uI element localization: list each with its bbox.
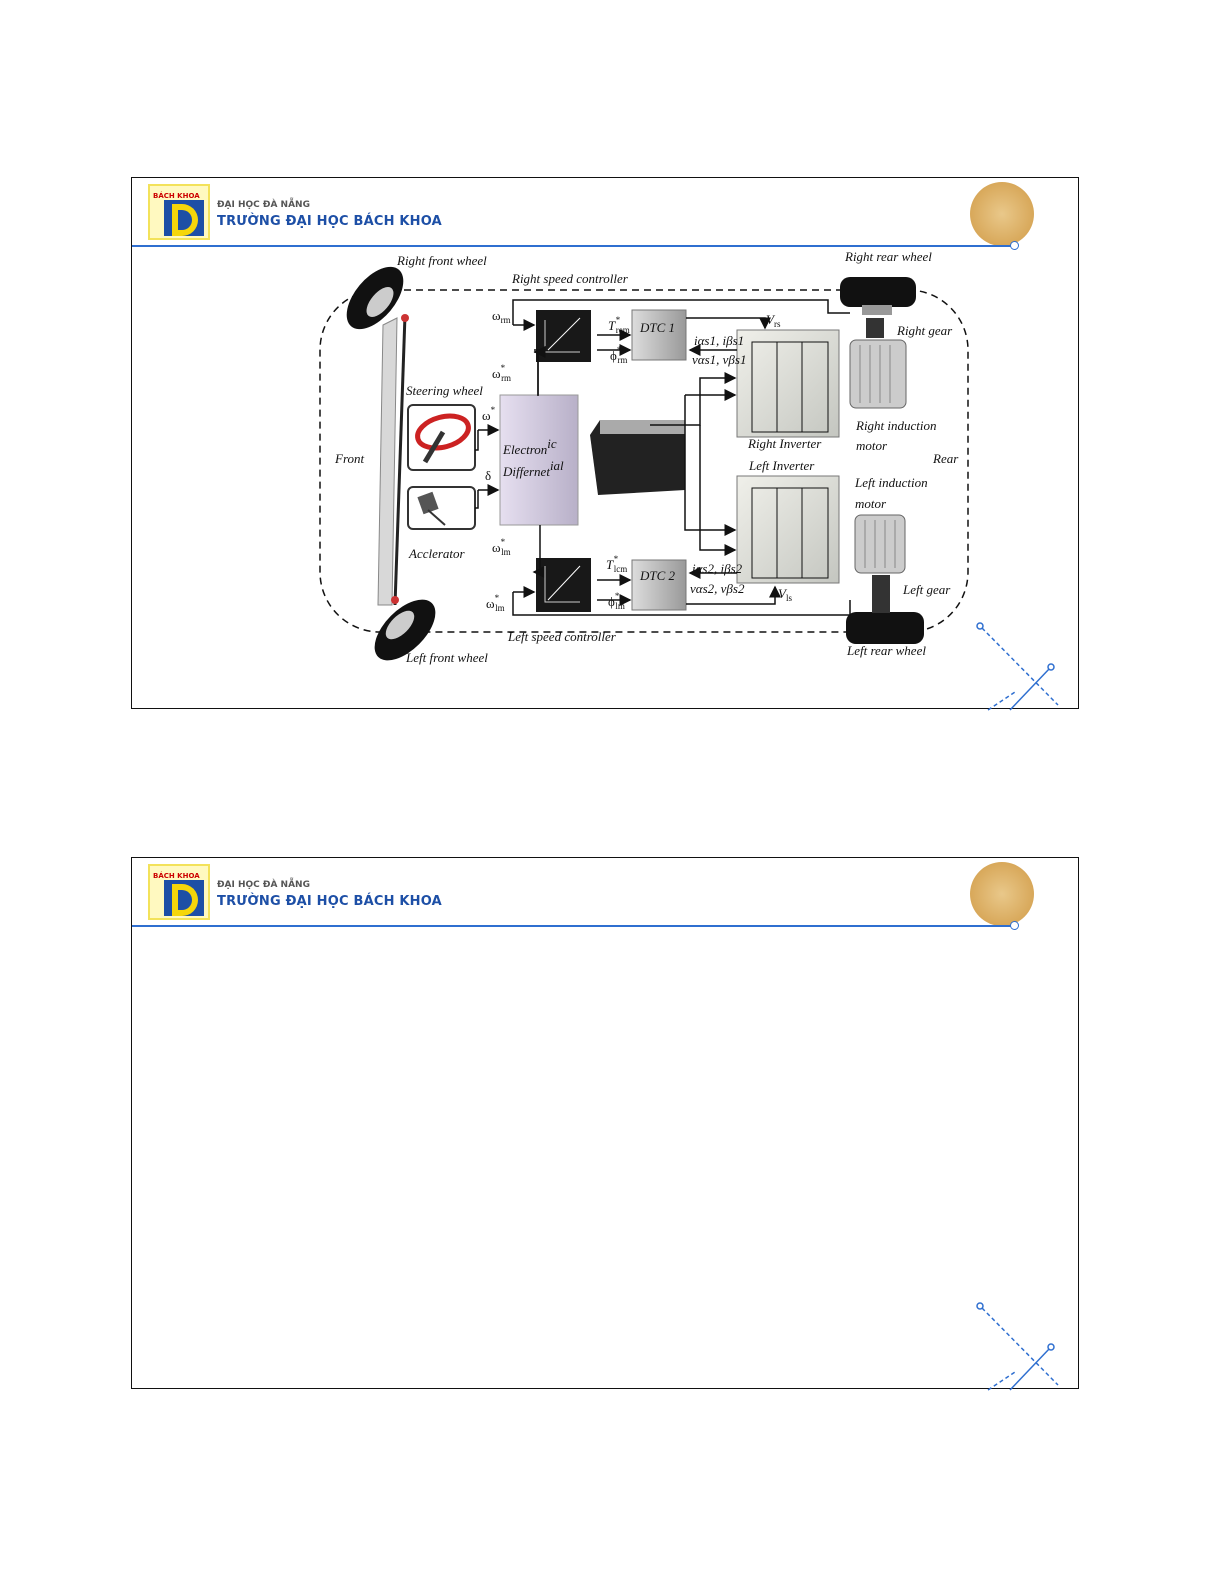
divider-dot-icon	[1010, 241, 1019, 250]
dtc1-block	[631, 309, 687, 361]
label-left-rear-wheel: Left rear wheel	[846, 643, 926, 658]
right-rear-wheel	[840, 277, 916, 315]
electronic-differential-block	[499, 394, 579, 526]
label-omega-lm: ω*lm	[486, 593, 505, 613]
school-name: TRƯỜNG ĐẠI HỌC BÁCH KHOA	[217, 894, 442, 909]
steering-wheel-block	[407, 404, 476, 471]
label-left-front-wheel: Left front wheel	[405, 650, 488, 665]
label-right-gear: Right gear	[896, 323, 953, 338]
label-torque-rem: T*rem	[608, 315, 630, 335]
label-ed-line1: Electronic	[502, 436, 557, 457]
school-name: TRƯỜNG ĐẠI HỌC BÁCH KHOA	[217, 214, 442, 229]
label-accelerator: Acclerator	[408, 546, 466, 561]
header-divider	[132, 245, 1012, 247]
label-omega-rm: ωrm	[492, 308, 511, 325]
left-front-wheel	[374, 599, 436, 661]
label-right-inverter: Right Inverter	[747, 436, 822, 451]
label-dtc2: DTC 2	[639, 568, 676, 583]
label-right-induction-motor-2: motor	[856, 438, 888, 453]
label-left-induction-motor-2: motor	[855, 496, 887, 511]
label-currents-2: iαs2, iβs2	[692, 561, 743, 576]
label-flux-rm: ϕ*rm	[610, 345, 627, 365]
label-delta: δ	[485, 468, 491, 483]
corner-decoration	[976, 622, 1059, 1391]
label-right-speed-controller: Right speed controller	[511, 271, 629, 286]
label-steering-wheel: Steering wheel	[406, 383, 483, 398]
label-flux-lm: ϕ*lm	[608, 591, 625, 611]
label-v-rs: Vrs	[766, 312, 781, 329]
signal-lines	[475, 299, 851, 616]
right-inverter-block	[736, 329, 840, 438]
vehicle-outline	[319, 289, 969, 633]
label-voltages-1: vαs1, vβs1	[692, 352, 746, 367]
slide-2: BÁCH KHOA ĐẠI HỌC ĐÀ NẴNG TRƯỜNG ĐẠI HỌC…	[131, 857, 1079, 1389]
accelerator-block	[407, 486, 476, 530]
label-right-front-wheel: Right front wheel	[396, 253, 487, 268]
label-omega-lm-ref: ω*lm	[492, 537, 511, 557]
label-voltages-2: vαs2, vβs2	[690, 581, 745, 596]
label-right-induction-motor: Right induction	[855, 418, 937, 433]
label-currents-1: iαs1, iβs1	[694, 333, 744, 348]
label-rear: Rear	[932, 451, 959, 466]
school-logo: BÁCH KHOA	[148, 184, 210, 240]
label-left-induction-motor: Left induction	[854, 475, 928, 490]
svg-text:BÁCH KHOA: BÁCH KHOA	[153, 871, 200, 880]
label-dtc1: DTC 1	[639, 320, 675, 335]
label-omega-ref: ω*	[482, 405, 496, 423]
right-speed-controller-block	[536, 310, 591, 362]
right-front-wheel	[346, 266, 404, 330]
left-rear-wheel	[846, 612, 924, 644]
steering-axle	[377, 314, 409, 606]
school-logo: BÁCH KHOA	[148, 864, 210, 920]
school-seal	[970, 862, 1034, 926]
svg-text:BÁCH KHOA: BÁCH KHOA	[153, 191, 200, 200]
label-v-ls: Vls	[778, 586, 792, 603]
school-seal	[970, 182, 1034, 246]
dtc2-block	[631, 559, 687, 611]
label-front: Front	[334, 451, 365, 466]
right-induction-motor-image	[849, 318, 907, 409]
label-left-speed-controller: Left speed controller	[507, 629, 617, 644]
label-left-inverter: Left Inverter	[748, 458, 815, 473]
left-speed-controller-block	[536, 558, 591, 612]
university-name: ĐẠI HỌC ĐÀ NẴNG	[217, 880, 310, 890]
header-divider	[132, 925, 1012, 927]
slide-1: BÁCH KHOA ĐẠI HỌC ĐÀ NẴNG TRƯỜNG ĐẠI HỌC…	[131, 177, 1079, 709]
battery-image	[590, 420, 685, 495]
label-torque-lcm: T*lcm	[606, 554, 627, 574]
divider-dot-icon	[1010, 921, 1019, 930]
label-omega-rm-ref: ω*rm	[492, 363, 511, 383]
left-inverter-block	[736, 475, 840, 584]
university-name: ĐẠI HỌC ĐÀ NẴNG	[217, 200, 310, 210]
label-ed-line2: Differnetial	[502, 458, 564, 479]
label-right-rear-wheel: Right rear wheel	[844, 249, 932, 264]
label-left-gear: Left gear	[902, 582, 951, 597]
left-induction-motor-image	[854, 514, 906, 613]
